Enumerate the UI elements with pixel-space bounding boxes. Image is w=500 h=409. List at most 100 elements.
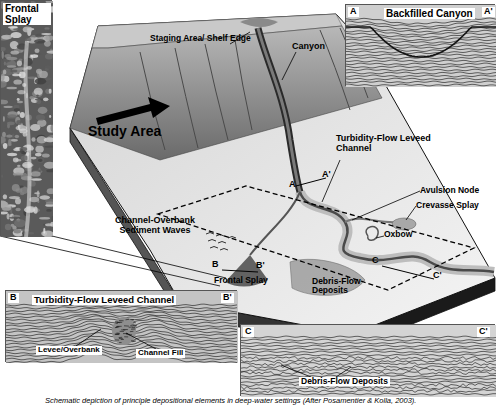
seismic-reflector <box>346 72 496 74</box>
image-speckle <box>21 155 28 160</box>
image-speckle <box>4 106 13 108</box>
image-speckle <box>39 195 50 199</box>
image-speckle <box>1 81 7 88</box>
image-speckle <box>52 216 54 223</box>
seismic-reflector <box>6 308 237 313</box>
image-speckle <box>36 94 39 96</box>
image-background <box>241 325 496 397</box>
image-speckle <box>1 174 3 177</box>
image-speckle <box>44 137 53 142</box>
image-speckle <box>7 121 15 125</box>
feature-label: Debris-Flow Deposits <box>312 277 378 296</box>
seismic-reflector <box>241 336 496 338</box>
image-speckle <box>1 47 6 51</box>
image-speckle <box>38 107 48 114</box>
chaotic-reflector <box>130 319 134 320</box>
image-speckle <box>8 139 11 146</box>
image-speckle <box>1 100 8 105</box>
image-speckle <box>39 217 50 220</box>
image-speckle <box>1 137 5 143</box>
image-speckle <box>20 112 25 118</box>
image-speckle <box>42 153 50 157</box>
seismic-reflector <box>241 354 496 356</box>
leveed-channel <box>300 192 494 272</box>
image-speckle <box>11 139 18 142</box>
image-background <box>346 5 496 87</box>
image-speckle <box>17 98 20 101</box>
feature-label: Levee/Overbank <box>36 346 102 355</box>
section-line <box>222 178 434 279</box>
feature-label: Canyon <box>292 42 325 52</box>
canyon <box>258 28 300 192</box>
section-marker: C' <box>433 271 442 281</box>
inset-leader <box>0 236 226 286</box>
seismic-reflector <box>241 339 496 341</box>
feature-label: Crevasse Splay <box>416 201 479 210</box>
image-speckle <box>7 65 16 67</box>
image-speckle <box>13 158 19 163</box>
image-speckle <box>1 212 8 215</box>
chaotic-reflector <box>131 329 135 330</box>
image-speckle <box>39 71 48 78</box>
seismic-reflector <box>346 69 496 71</box>
chaotic-reflector <box>119 342 122 343</box>
image-speckle <box>34 88 43 96</box>
image-speckle <box>15 208 20 212</box>
channel-fill-body <box>112 317 136 345</box>
feature-label: Frontal Splay <box>214 276 268 285</box>
image-speckle <box>11 51 20 55</box>
image-speckle <box>5 224 11 231</box>
image-speckle <box>35 146 43 153</box>
seismic-reflector <box>241 366 496 369</box>
image-speckle <box>13 79 22 84</box>
image-speckle <box>38 159 43 162</box>
seismic-reflector <box>346 36 496 40</box>
chaotic-reflector <box>116 334 119 335</box>
channel-streak <box>26 41 30 237</box>
seismic-panel: ABackfilled CanyonA' <box>345 4 495 86</box>
image-speckle <box>44 146 53 148</box>
chaotic-reflector <box>129 326 133 327</box>
seismic-reflector <box>241 357 496 360</box>
seismic-reflector <box>6 345 237 354</box>
image-speckle <box>12 73 18 76</box>
seismic-reflector <box>346 45 496 49</box>
canyon-fill <box>258 28 300 192</box>
levee <box>300 192 494 272</box>
section-end: A <box>348 7 359 17</box>
label-leader <box>281 365 351 377</box>
image-speckle <box>46 35 54 41</box>
seismic-reflector <box>241 393 496 395</box>
image-speckle <box>31 137 35 142</box>
section-marker: B <box>212 260 219 270</box>
seismic-reflector <box>241 390 496 393</box>
erosion-surface <box>346 27 496 57</box>
section-marker: A <box>289 180 296 190</box>
chaotic-reflector <box>124 336 128 337</box>
seismic-reflector <box>6 312 237 318</box>
image-speckle <box>15 198 21 204</box>
chaotic-reflector <box>117 326 122 327</box>
image-speckle <box>35 153 42 157</box>
section-marker: A' <box>322 170 331 180</box>
seismic-reflector <box>241 369 496 372</box>
image-speckle <box>3 143 7 149</box>
image-speckle <box>7 214 10 220</box>
seismic-reflector <box>241 351 496 353</box>
panel-image <box>1 1 53 237</box>
chaotic-reflector <box>131 340 136 341</box>
chaotic-reflector <box>119 338 123 339</box>
image-background <box>1 1 53 237</box>
image-speckle <box>20 151 23 153</box>
image-speckle <box>10 70 17 73</box>
figure-caption: Schematic depiction of principle deposit… <box>45 397 416 405</box>
image-speckle <box>51 125 54 132</box>
image-speckle <box>1 74 5 81</box>
seismic-reflector <box>241 342 496 344</box>
chaotic-reflector <box>115 327 118 328</box>
image-speckle <box>1 201 8 207</box>
study-area-label: Study Area <box>88 124 161 139</box>
image-speckle <box>16 120 22 125</box>
seismic-reflector <box>346 39 496 43</box>
